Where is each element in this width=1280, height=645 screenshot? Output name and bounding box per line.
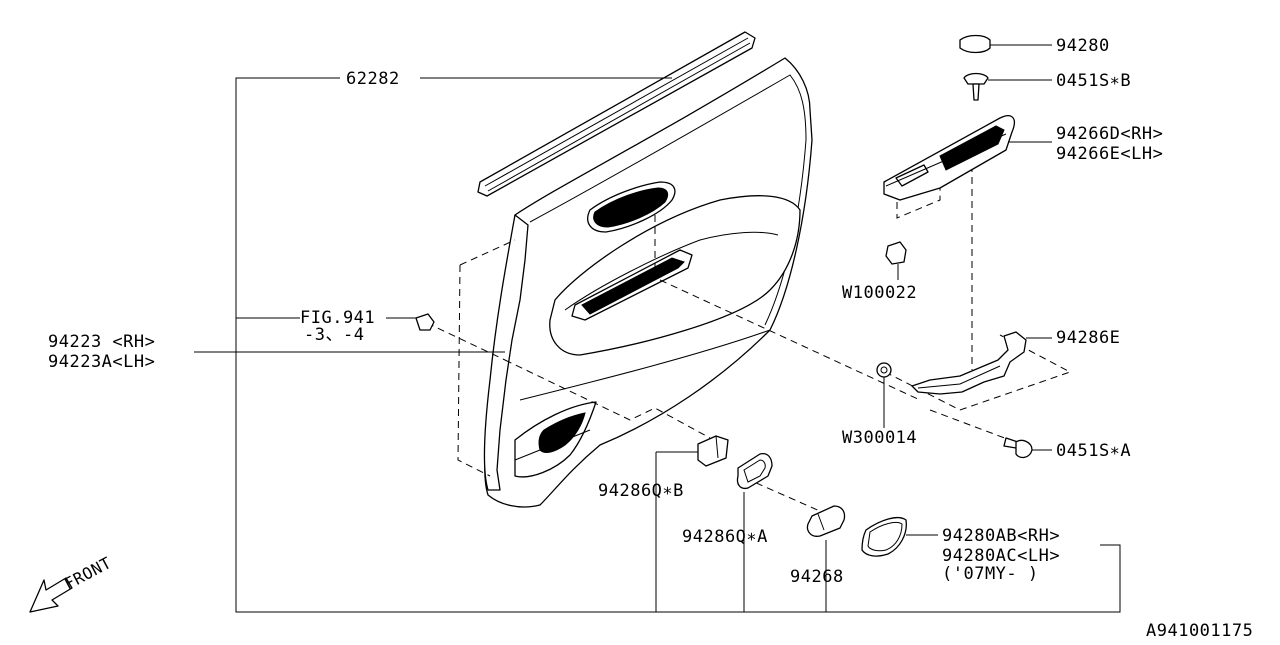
diagram-id: A941001175: [1146, 621, 1253, 640]
clip-fastener[interactable]: [386, 313, 435, 331]
escutcheon-94280ab[interactable]: [861, 516, 938, 557]
callout-94286e: 94286E: [1056, 328, 1120, 348]
front-label: FRONT: [61, 553, 115, 594]
callout-62282: 62282: [346, 69, 400, 89]
callout-w100022: W100022: [842, 283, 917, 303]
callout-94280ac: 94280AC<LH>: [942, 546, 1060, 566]
bracket-94286e[interactable]: [911, 331, 1052, 395]
bezel-94286qa[interactable]: [736, 452, 773, 490]
callout-94223a: 94223A<LH>: [48, 352, 155, 372]
callout-fig941-sub: -3、-4: [304, 325, 364, 345]
front-arrow-icon: FRONT: [29, 553, 115, 613]
callout-94223: 94223 <RH>: [48, 332, 155, 352]
callout-94266e: 94266E<LH>: [1056, 144, 1163, 164]
weatherstrip-62282[interactable]: [420, 31, 756, 197]
clip-w100022[interactable]: [885, 241, 907, 280]
callout-94266d: 94266D<RH>: [1056, 124, 1163, 144]
callout-94280: 94280: [1056, 36, 1110, 56]
callout-94268: 94268: [790, 567, 844, 587]
callout-0451sa: 0451S∗A: [1056, 441, 1131, 461]
callout-0451sb: 0451S∗B: [1056, 71, 1131, 91]
screw-0451sa[interactable]: [1003, 437, 1052, 459]
callout-w300014: W300014: [842, 428, 917, 448]
screw-0451sb[interactable]: [963, 72, 1052, 101]
callout-94286qa: 94286Q∗A: [682, 527, 768, 547]
reference-frame: [235, 77, 1121, 613]
cap-94280[interactable]: [959, 34, 1052, 54]
callout-labels: 62282 94280 0451S∗B 94266D<RH> 94266E<LH…: [48, 36, 1253, 641]
door-trim-panel[interactable]: [483, 57, 813, 508]
callout-94280ab: 94280AB<RH>: [942, 526, 1060, 546]
callout-07my: ('07MY- ): [942, 564, 1039, 584]
switch-bezel-94266[interactable]: [883, 115, 1052, 201]
nut-w300014[interactable]: [876, 362, 892, 428]
handle-94268[interactable]: [806, 505, 846, 537]
callout-fig941: FIG.941: [300, 308, 375, 328]
callout-94286qb: 94286Q∗B: [598, 481, 684, 501]
cover-94286qb[interactable]: [697, 435, 729, 467]
